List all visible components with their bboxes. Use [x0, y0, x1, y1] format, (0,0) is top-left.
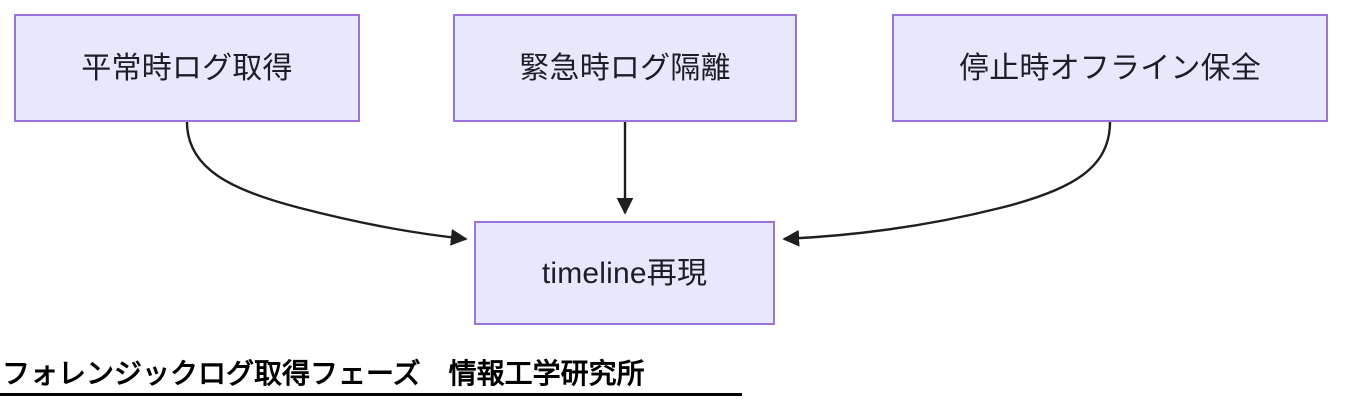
node-normal-log-collection[interactable]: 平常時ログ取得: [14, 14, 360, 122]
node-label: 緊急時ログ隔離: [519, 51, 731, 85]
node-timeline-reconstruction[interactable]: timeline再現: [474, 221, 775, 325]
node-label: timeline再現: [541, 256, 708, 290]
edge-offline-to-timeline: [782, 121, 1112, 247]
node-label: 停止時オフライン保全: [959, 51, 1261, 85]
node-offline-preservation[interactable]: 停止時オフライン保全: [892, 14, 1328, 122]
edge-normal-to-timeline: [185, 121, 468, 246]
node-label: 平常時ログ取得: [81, 51, 293, 85]
node-incident-log-isolation[interactable]: 緊急時ログ隔離: [453, 14, 797, 122]
diagram-caption: フォレンジックログ取得フェーズ 情報工学研究所: [0, 352, 760, 396]
caption-underline-rule: [0, 393, 742, 396]
caption-label: フォレンジックログ取得フェーズ 情報工学研究所: [2, 358, 645, 389]
